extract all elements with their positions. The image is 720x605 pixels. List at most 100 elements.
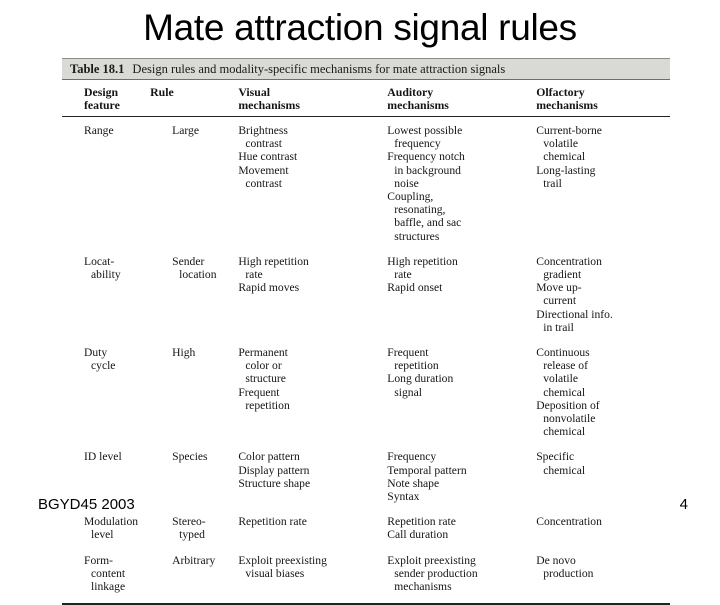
cell-entry-continuation: repetition — [245, 398, 290, 412]
cell-design-feature: Locat-ability — [62, 248, 150, 339]
cell-entry-continuation: baffle, and sac — [394, 216, 462, 230]
cell-entry: Rapid onset — [387, 281, 443, 295]
table-caption-number: Table 18.1 — [70, 62, 125, 76]
cell-line: Duty — [84, 346, 108, 360]
cell-line: cycle — [91, 359, 116, 373]
cell-entry-continuation: nonvolatile — [543, 412, 596, 426]
page-title: Mate attraction signal rules — [143, 7, 577, 48]
cell-line: level — [91, 528, 114, 542]
cell-entry-continuation: sender production — [394, 566, 478, 580]
cell-entry-continuation: signal — [394, 385, 422, 399]
cell-line: ability — [91, 268, 121, 282]
cell-rule: Arbitrary — [150, 546, 239, 605]
cell-entry-continuation: in background — [394, 163, 461, 177]
cell-entry: Repetition rate — [238, 515, 307, 529]
header-line-1: Olfactory — [536, 85, 585, 99]
cell-olfactory-mechanisms: Concentration — [536, 508, 670, 546]
header-line-2: feature — [84, 98, 120, 112]
cell-entry-continuation: visual biases — [245, 566, 305, 580]
cell-line: Species — [172, 450, 208, 464]
cell-entry-continuation: release of — [543, 359, 588, 373]
cell-entry-continuation: chemical — [543, 425, 586, 439]
cell-entry-continuation: color or — [245, 359, 282, 373]
column-header-olfactory-mechanisms: Olfactory mechanisms — [536, 81, 670, 117]
cell-line: ID level — [84, 450, 122, 464]
cell-entry: Color pattern — [238, 450, 300, 464]
cell-entry-continuation: repetition — [394, 359, 439, 373]
cell-visual-mechanisms: Repetition rate — [238, 508, 387, 546]
cell-line: Large — [172, 124, 199, 137]
cell-entry-continuation: rate — [245, 268, 263, 282]
cell-line: Range — [84, 124, 114, 137]
cell-entry-continuation: contrast — [245, 137, 283, 151]
cell-entry-continuation: gradient — [543, 268, 582, 282]
cell-entry: Move up-current — [536, 281, 664, 307]
cell-entry-continuation: production — [543, 566, 594, 580]
footer-page-number: 4 — [679, 496, 688, 513]
cell-rule: Large — [150, 117, 238, 248]
cell-entry: Directional info.in trail — [536, 308, 664, 334]
cell-entry-continuation: noise — [394, 176, 419, 190]
header-line-2: mechanisms — [238, 98, 300, 112]
cell-design-feature: Range — [62, 117, 150, 248]
cell-line: Stereo- — [172, 515, 206, 529]
cell-entry-continuation: volatile — [543, 372, 578, 386]
cell-entry: Concentration — [536, 515, 602, 529]
cell-entry-continuation: chemical — [543, 385, 586, 399]
cell-entry-continuation: chemical — [543, 463, 586, 477]
column-header-visual-mechanisms: Visual mechanisms — [238, 81, 388, 117]
cell-line: linkage — [91, 580, 126, 594]
cell-entry-continuation: structure — [245, 372, 286, 386]
cell-entry-continuation: rate — [394, 268, 412, 282]
cell-entry-continuation: resonating, — [394, 203, 446, 217]
cell-entry: Temporal pattern — [387, 463, 467, 477]
cell-line: Arbitrary — [172, 553, 216, 567]
column-header-design-feature: Design feature — [62, 81, 151, 117]
cell-entry-continuation: mechanisms — [394, 580, 452, 594]
header-line-1: Rule — [150, 85, 174, 99]
cell-line: High — [172, 346, 196, 360]
table-head: Design feature Rule Visual mechanisms Au… — [62, 81, 670, 117]
cell-entry: Structure shape — [238, 476, 311, 490]
cell-line: Modulation — [84, 515, 139, 529]
cell-line: Form- — [84, 553, 113, 567]
cell-entry: Frequency — [387, 450, 437, 464]
cell-entry-continuation: frequency — [394, 137, 441, 151]
cell-entry-continuation: structures — [394, 229, 440, 243]
table-header-row: Design feature Rule Visual mechanisms Au… — [62, 81, 670, 117]
